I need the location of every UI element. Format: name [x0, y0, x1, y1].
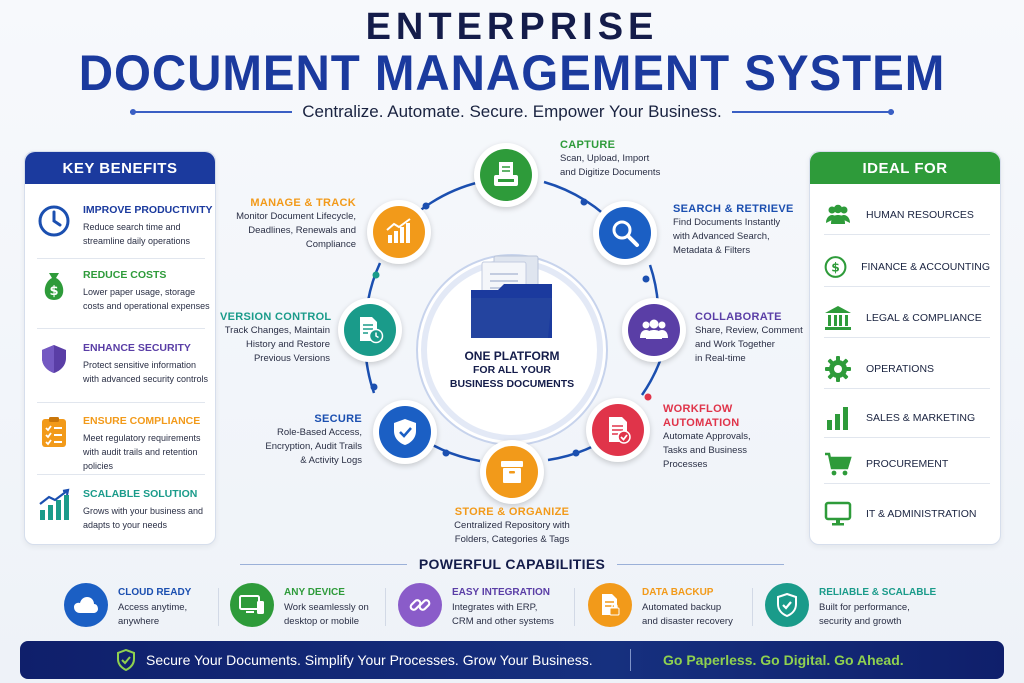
- ideal-item-it: IT & ADMINISTRATION: [824, 494, 990, 534]
- ideal-item-sales: SALES & MARKETING: [824, 398, 990, 438]
- label-collaborate: COLLABORATE Share, Review, Comment and W…: [695, 311, 803, 364]
- benefit-desc: Grows with your business and adapts to y…: [83, 506, 204, 530]
- center-line2: FOR ALL YOUR: [473, 364, 551, 376]
- bar-chart-icon: [827, 406, 848, 430]
- trend-chart-icon: [386, 218, 411, 243]
- label-secure: SECURE Role-Based Access, Encryption, Au…: [265, 413, 362, 466]
- ideal-label: LEGAL & COMPLIANCE: [866, 311, 982, 324]
- benefit-title: IMPROVE PRODUCTIVITY: [83, 204, 213, 216]
- team-icon: [640, 319, 668, 339]
- ideal-label: FINANCE & ACCOUNTING: [861, 260, 990, 273]
- node-capture[interactable]: [474, 143, 538, 207]
- benefit-desc: Reduce search time and streamline daily …: [83, 222, 191, 246]
- ideal-label: IT & ADMINISTRATION: [866, 508, 977, 520]
- devices-icon: [239, 595, 264, 614]
- gear-icon: [825, 355, 851, 382]
- workflow-document-icon: [609, 417, 631, 444]
- benefit-desc: Meet regulatory requirements with audit …: [83, 433, 201, 471]
- node-search-retrieve[interactable]: [593, 201, 657, 265]
- money-bag-icon: $: [44, 273, 64, 300]
- node-workflow-automation[interactable]: [586, 398, 650, 462]
- footer-right-text: Go Paperless. Go Digital. Go Ahead.: [663, 652, 904, 668]
- footer-banner: Secure Your Documents. Simplify Your Pro…: [20, 641, 1004, 679]
- ideal-item-legal: LEGAL & COMPLIANCE: [824, 298, 990, 338]
- shield-check-icon: [777, 593, 797, 617]
- label-store-organize: STORE & ORGANIZE Centralized Repository …: [454, 506, 570, 545]
- label-version-control: VERSION CONTROL Track Changes, Maintain …: [220, 311, 332, 364]
- tagline-rule-right: [731, 109, 895, 115]
- capability-cloud-ready: CLOUD READY Access anytime,anywhere: [64, 581, 224, 631]
- benefit-title: SCALABLE SOLUTION: [83, 488, 198, 500]
- benefit-title: ENHANCE SECURITY: [83, 342, 191, 354]
- shield-icon: [42, 345, 66, 373]
- node-store-organize[interactable]: [480, 440, 544, 504]
- ideal-item-procurement: PROCUREMENT: [824, 444, 990, 484]
- shield-check-icon: [394, 419, 416, 445]
- node-collaborate[interactable]: [622, 298, 686, 362]
- benefit-title: REDUCE COSTS: [83, 269, 167, 281]
- ideal-item-operations: OPERATIONS: [824, 349, 990, 389]
- benefit-desc: Lower paper usage, storage costs and ope…: [83, 287, 210, 311]
- clock-icon: [38, 205, 70, 237]
- growth-chart-icon: [39, 488, 70, 520]
- key-benefits-panel: KEY BENEFITS IMPROVE PRODUCTIVITY Reduce…: [24, 151, 216, 545]
- tagline: Centralize. Automate. Secure. Empower Yo…: [302, 102, 722, 121]
- node-secure[interactable]: [373, 400, 437, 464]
- header-title-top: ENTERPRISE: [365, 6, 659, 48]
- archive-box-icon: [501, 461, 523, 483]
- capability-easy-integration: EASY INTEGRATION Integrates with ERP,CRM…: [398, 581, 568, 631]
- ideal-label: SALES & MARKETING: [866, 411, 976, 424]
- node-manage-track[interactable]: [367, 200, 431, 264]
- dollar-icon: $: [824, 255, 847, 278]
- link-icon: [409, 599, 431, 611]
- label-workflow-automation: WORKFLOW AUTOMATION Automate Approvals, …: [663, 403, 751, 470]
- footer-left-text: Secure Your Documents. Simplify Your Pro…: [146, 652, 593, 668]
- ideal-label: OPERATIONS: [866, 362, 935, 375]
- capabilities-title-row: POWERFUL CAPABILITIES: [240, 554, 785, 574]
- node-version-control[interactable]: [338, 298, 402, 362]
- capabilities-title: POWERFUL CAPABILITIES: [418, 556, 606, 572]
- monitor-icon: [824, 501, 852, 526]
- label-search-retrieve: SEARCH & RETRIEVE Find Documents Instant…: [673, 203, 794, 256]
- folder-icon: [471, 255, 552, 338]
- checklist-icon: [42, 417, 66, 447]
- ideal-for-panel: IDEAL FOR HUMAN RESOURCES $ FINANCE & AC…: [809, 151, 1001, 545]
- tagline-rule-left: [130, 109, 293, 115]
- header-title-main: DOCUMENT MANAGEMENT SYSTEM: [78, 45, 946, 101]
- document-clock-icon: [360, 317, 384, 344]
- center-line3: BUSINESS DOCUMENTS: [449, 378, 575, 390]
- magnifier-icon: [612, 220, 639, 247]
- capability-reliable-scalable: RELIABLE & SCALABLE Built for performanc…: [765, 581, 945, 631]
- ideal-for-title: IDEAL FOR: [810, 152, 1000, 184]
- benefit-desc: Protect sensitive information with advan…: [83, 360, 209, 384]
- ideal-label: PROCUREMENT: [866, 457, 949, 470]
- tagline-row: Centralize. Automate. Secure. Empower Yo…: [130, 101, 895, 123]
- shield-check-icon: [117, 649, 135, 671]
- center-line1: ONE PLATFORM: [464, 349, 560, 363]
- key-benefits-title: KEY BENEFITS: [25, 152, 215, 184]
- svg-text:$: $: [831, 260, 840, 274]
- ideal-label: HUMAN RESOURCES: [866, 208, 974, 221]
- label-capture: CAPTURE Scan, Upload, Import and Digitiz…: [560, 139, 661, 178]
- cart-icon: [825, 452, 852, 475]
- scanner-icon: [494, 162, 518, 186]
- label-manage-track: MANAGE & TRACK Monitor Document Lifecycl…: [236, 197, 356, 250]
- people-icon: [826, 204, 850, 224]
- center-caption: ONE PLATFORM FOR ALL YOUR BUSINESS DOCUM…: [432, 349, 592, 391]
- courthouse-icon: [825, 305, 851, 330]
- svg-text:$: $: [49, 284, 58, 299]
- benefit-title: ENSURE COMPLIANCE: [83, 415, 201, 427]
- ideal-item-finance: $ FINANCE & ACCOUNTING: [824, 247, 990, 287]
- ideal-item-hr: HUMAN RESOURCES: [824, 195, 990, 235]
- cloud-icon: [74, 597, 98, 613]
- backup-document-icon: [602, 594, 620, 616]
